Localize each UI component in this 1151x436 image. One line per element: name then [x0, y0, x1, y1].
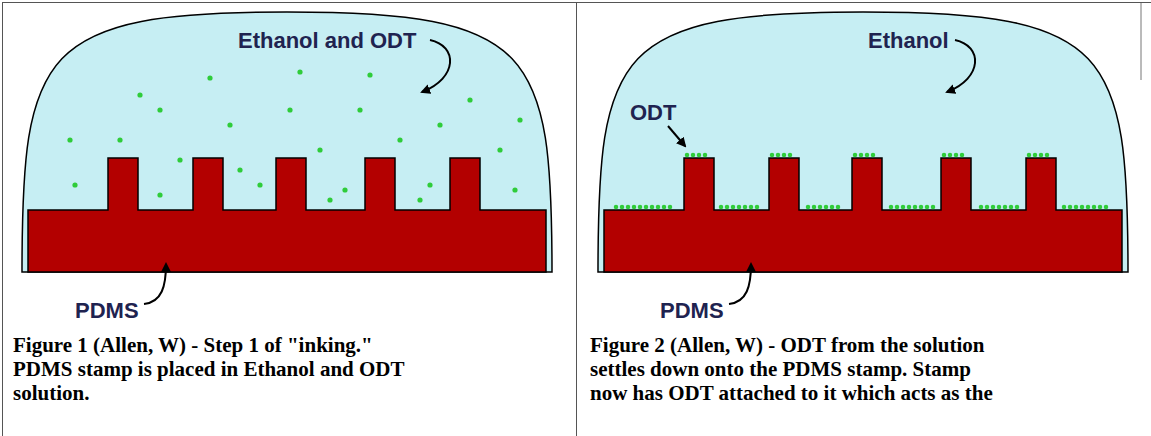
odt-dot [327, 197, 332, 202]
odt-dot [207, 75, 212, 80]
pdms-stamp [28, 158, 546, 272]
odt-dot [67, 137, 72, 142]
component-label: PDMS [660, 298, 724, 324]
odt-dot [517, 117, 522, 122]
odt-row [981, 205, 1018, 210]
odt-dot [317, 147, 322, 152]
odt-dot [357, 107, 362, 112]
odt-dot [512, 187, 517, 192]
odt-layer [616, 155, 1111, 207]
odt-dot [117, 137, 122, 142]
odt-dot [177, 157, 182, 162]
odt-dot [257, 182, 262, 187]
component-label: ODT [630, 100, 676, 126]
leader-arrow [668, 126, 685, 146]
odt-dot [157, 107, 162, 112]
odt-row [616, 205, 676, 210]
component-label: Ethanol and ODT [238, 28, 416, 54]
odt-dot [287, 107, 292, 112]
odt-dot [342, 187, 347, 192]
odt-dot [72, 182, 77, 187]
solution-dome [598, 12, 1128, 272]
odt-dot [367, 72, 372, 77]
leader-arrow [729, 264, 751, 304]
odt-row [687, 153, 711, 158]
odt-dot [237, 167, 242, 172]
inking-step-1 [22, 12, 552, 304]
odt-row [855, 153, 879, 158]
odt-row [721, 205, 761, 210]
leader-arrow [947, 40, 975, 92]
figure-caption: Figure 1 (Allen, W) - Step 1 of "inking.… [13, 333, 427, 405]
odt-dot [157, 192, 162, 197]
odt-row [1064, 205, 1111, 210]
component-label: Ethanol [868, 28, 949, 54]
table-rule [1141, 2, 1142, 80]
figure-panel: Figure 1 (Allen, W) - Step 1 of "inking.… [2, 2, 577, 436]
odt-dot [397, 137, 402, 142]
odt-row [772, 153, 796, 158]
odt-dot [467, 97, 472, 102]
odt-dot [417, 197, 422, 202]
odt-dot [297, 69, 302, 74]
inking-step-2 [598, 12, 1128, 272]
odt-row [944, 153, 968, 158]
odt-row [891, 205, 934, 210]
leader-arrow [144, 264, 166, 304]
figure-caption: Figure 2 (Allen, W) - ODT from the solut… [590, 333, 1004, 405]
odt-dot [437, 122, 442, 127]
pdms-stamp [604, 158, 1122, 272]
odt-dot [137, 92, 142, 97]
odt-row [1029, 153, 1053, 158]
odt-row [808, 205, 844, 210]
leader-arrow [422, 40, 450, 92]
solution-dome [22, 12, 552, 272]
component-label: PDMS [75, 298, 139, 324]
odt-dot [427, 182, 432, 187]
figure-panel: Figure 2 (Allen, W) - ODT from the solut… [576, 2, 1151, 436]
odt-dot [497, 147, 502, 152]
odt-dot [227, 122, 232, 127]
